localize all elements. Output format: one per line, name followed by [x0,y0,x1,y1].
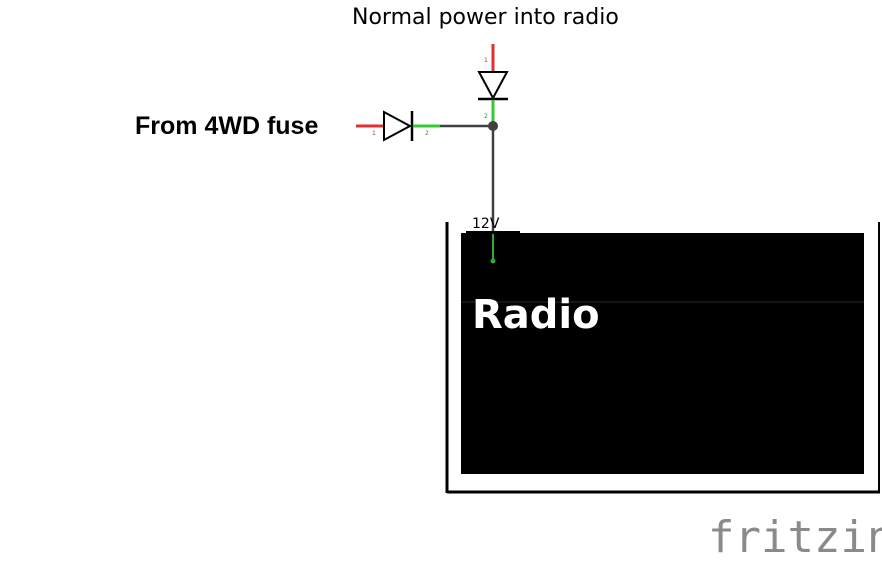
diode-top-triangle [477,71,509,101]
radio-12v-connector[interactable] [490,258,496,264]
radio-body [461,233,864,474]
diode-top[interactable]: 1 2 [477,44,509,121]
label-normal-power: Normal power into radio [352,5,619,30]
diode-left[interactable]: 1 2 [356,110,440,142]
diode-top-pin2: 2 [484,113,488,120]
fritzing-logo: fritzing [708,512,882,563]
diode-left-pin2: 2 [425,130,429,137]
diode-left-pin1: 1 [372,130,376,137]
diode-left-triangle [383,110,413,142]
label-4wd-fuse: From 4WD fuse [135,112,318,140]
radio-part[interactable]: 12V Radio [445,216,880,494]
diode-top-pin1: 1 [484,57,488,64]
label-12v-pin: 12V [472,216,500,232]
junction-dot [488,121,498,131]
label-radio: Radio [472,292,600,338]
